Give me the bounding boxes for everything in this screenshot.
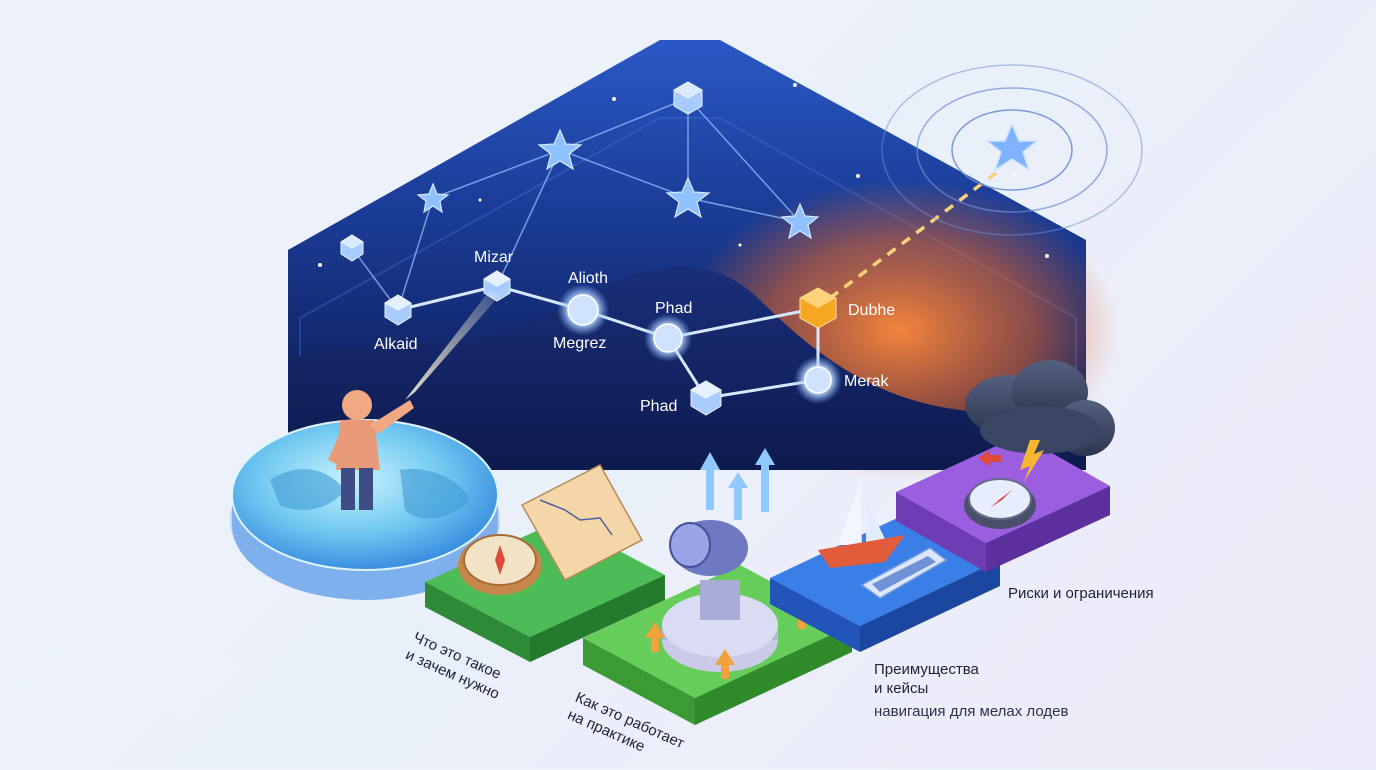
- person-figure: [328, 390, 414, 510]
- upper-connections: [351, 97, 801, 311]
- step-3-title-line1: Преимущества: [874, 661, 979, 678]
- star-label-megrez: Megrez: [553, 335, 606, 352]
- dubhe-cube-icon: [799, 287, 837, 329]
- map-icon: [520, 464, 644, 581]
- background-stars: [318, 83, 1049, 267]
- telescope-icon: [662, 520, 778, 672]
- compass-icon: [458, 534, 542, 595]
- step-4-title: Риски и ограничения: [1008, 585, 1154, 602]
- boat-icon: [860, 547, 948, 599]
- step-4-caption: Риски и ограничения: [1008, 584, 1154, 603]
- star-label-merak: Merak: [844, 373, 889, 390]
- sailboat-icon: [818, 482, 905, 568]
- arrow-up-icon: [700, 448, 775, 520]
- star-label-dubhe: Dubhe: [848, 302, 895, 319]
- polaris-star-icon: [984, 122, 1040, 172]
- star-label-alkaid: Alkaid: [374, 336, 418, 353]
- star-label-mizar: Mizar: [474, 249, 514, 266]
- star-label-alioth: Alioth: [568, 270, 608, 287]
- globe-platform: [230, 419, 500, 600]
- arrow-left-icon: [978, 450, 1002, 467]
- compass-icon: [964, 478, 1036, 529]
- flashlight-beam: [405, 290, 500, 400]
- storm-cloud-icon: [965, 360, 1115, 482]
- star-shape-icon: [416, 128, 820, 240]
- star-label-phad-top: Phad: [655, 300, 692, 317]
- step-3-subtitle: навигация для мелах лодев: [874, 703, 1069, 720]
- step-3-caption: Преимущества и кейсы навигация для мелах…: [874, 660, 1068, 721]
- sphere-node: [557, 284, 842, 404]
- polaris-orbits: [881, 64, 1143, 236]
- star-label-phad-bottom: Phad: [640, 398, 677, 415]
- step-3-title-line2: и кейсы: [874, 680, 929, 697]
